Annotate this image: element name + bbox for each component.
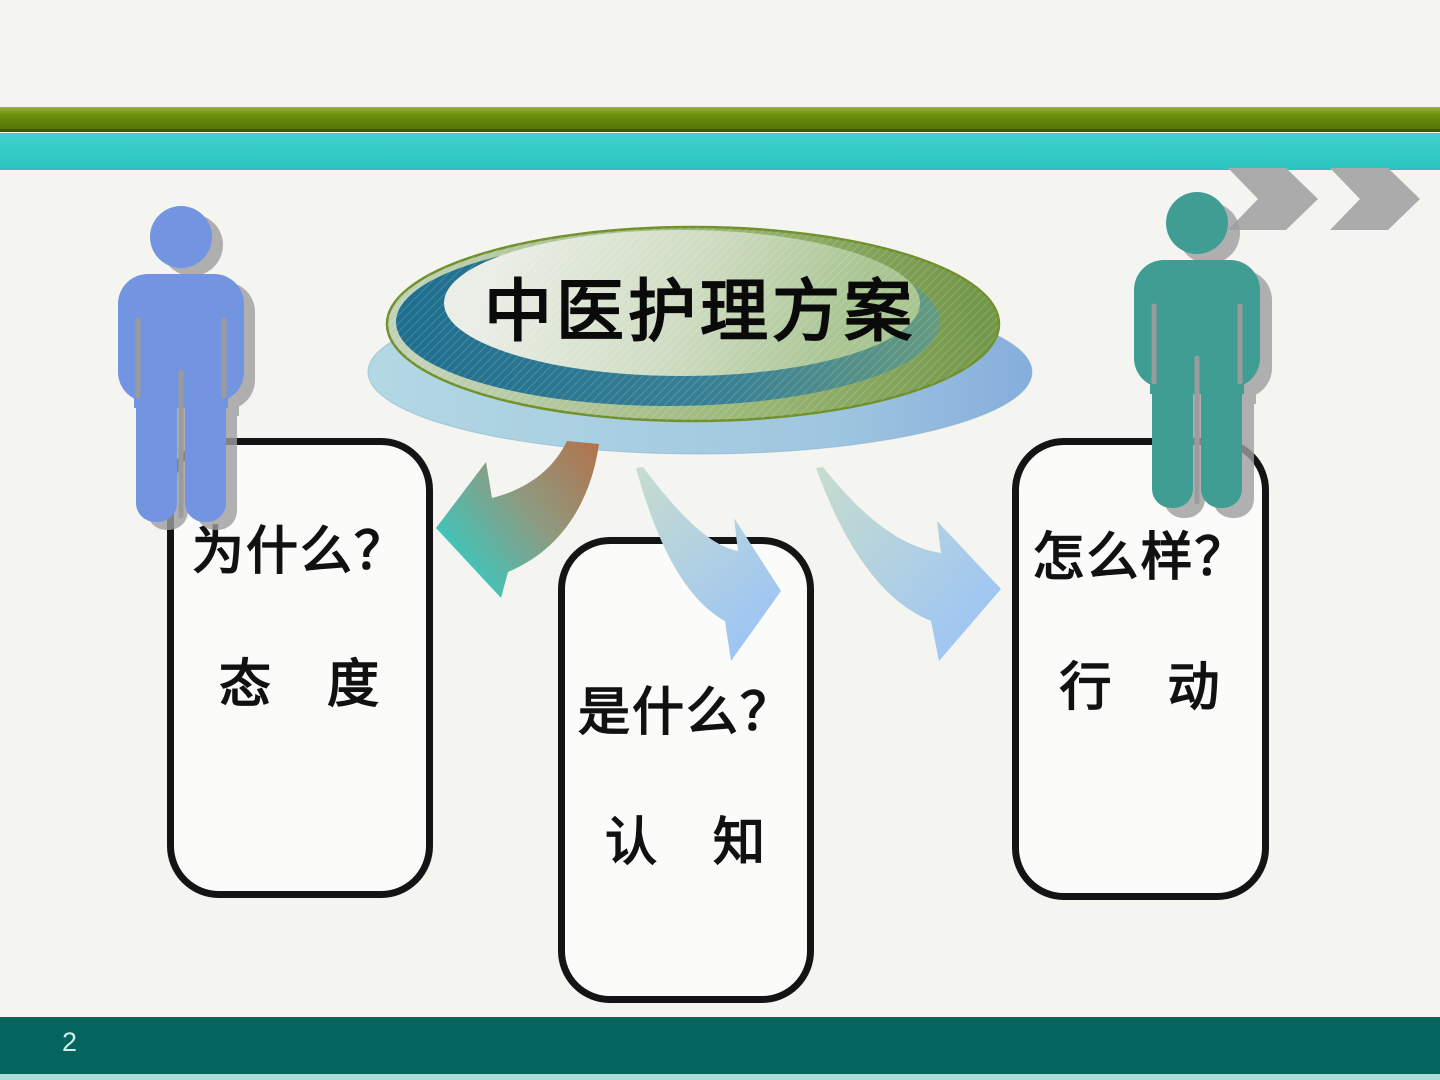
box-why-answer: 态 度 — [218, 656, 381, 714]
chevron-right-icon — [1330, 168, 1420, 230]
double-chevron-right-icon — [1228, 168, 1420, 230]
box-why-question: 为什么？ — [191, 523, 408, 581]
box-how-question: 怎么样？ — [1032, 529, 1249, 587]
page-number: 2 — [62, 1027, 78, 1057]
box-what-question: 是什么？ — [577, 684, 794, 742]
box-what-answer: 认 知 — [604, 814, 767, 872]
slide-title: 中医护理方案 — [483, 274, 916, 350]
footer-strip — [0, 1074, 1440, 1080]
box-why: 为什么？ 态 度 — [167, 438, 433, 898]
chevron-right-icon — [1228, 168, 1318, 230]
footer-bar — [0, 1017, 1440, 1074]
box-how-answer: 行 动 — [1059, 659, 1222, 717]
top-accent-bar-teal — [0, 133, 1440, 170]
box-what: 是什么？ 认 知 — [558, 537, 814, 1003]
box-how: 怎么样？ 行 动 — [1012, 438, 1269, 900]
top-accent-bar-olive — [0, 107, 1440, 132]
curved-arrow-right-icon — [816, 467, 1001, 661]
